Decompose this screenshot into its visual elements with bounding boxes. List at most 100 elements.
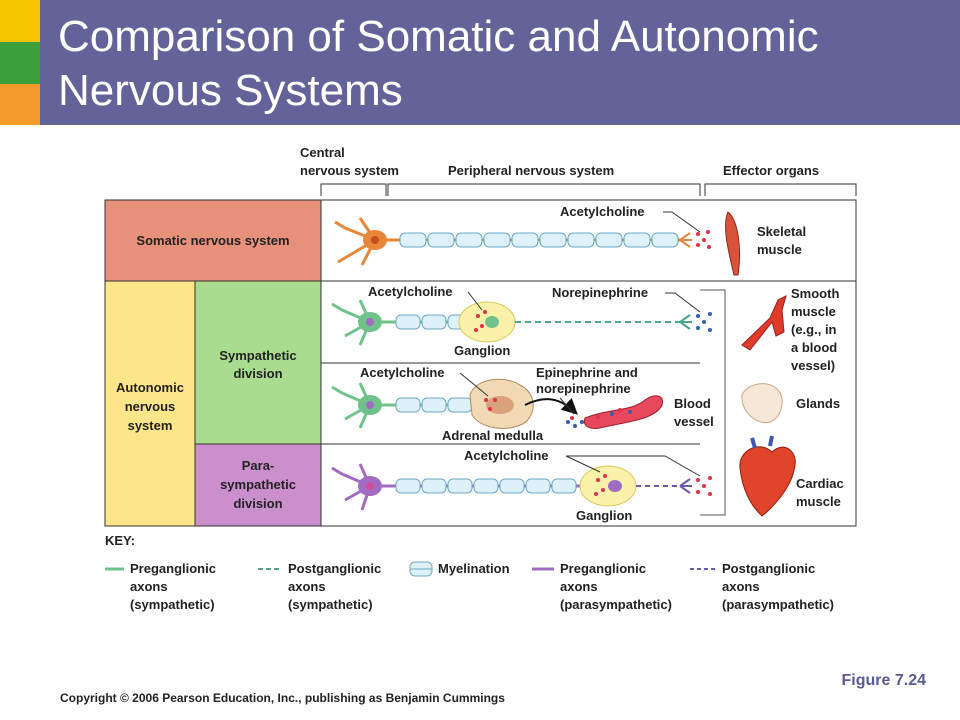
effector-glands: Glands [796,396,840,411]
label-acetylcholine-adrenal: Acetylcholine [360,365,445,380]
heart-vessels-icon [750,435,774,449]
label-epinephrine-line-2: norepinephrine [536,381,631,396]
key-item-2-line-3: (sympathetic) [288,597,373,612]
autonomic-label-line-2: nervous [125,399,176,414]
copyright-notice: Copyright © 2006 Pearson Education, Inc.… [60,691,505,705]
effector-cardiac-line-2: muscle [796,494,841,509]
label-acetylcholine-somatic: Acetylcholine [560,204,645,219]
cardiac-muscle-heart-icon [739,446,796,517]
leader-acetylcholine-symp [467,291,483,311]
glands-icon [741,383,783,424]
symp-terminal [679,314,692,330]
leader-acetylcholine-adrenal [459,372,489,397]
para-nucleus [366,482,374,490]
header-cns-line-1: Central [300,145,345,160]
key-item-1-line-3: (sympathetic) [130,597,215,612]
label-epinephrine-line-1: Epinephrine and [536,365,638,380]
leader-acetylcholine-somatic [663,211,701,233]
somatic-terminal [679,232,692,248]
effector-smooth-line-3: (e.g., in [791,322,837,337]
leader-norepinephrine [665,292,701,313]
slide-title-line-2: Nervous Systems [58,66,403,115]
accent-stripe-yellow [0,0,40,42]
effector-skeletal-line-1: Skeletal [757,224,806,239]
epinephrine-dots-blue [566,410,632,428]
autonomic-box [104,280,196,527]
sympathetic-label-line-2: division [233,366,282,381]
label-acetylcholine-para: Acetylcholine [464,448,549,463]
epinephrine-dots-red [570,408,622,420]
slide-title-line-1: Comparison of Somatic and Autonomic [58,12,819,61]
key-item-5-line-2: axons [722,579,760,594]
key-item-4-line-2: axons [560,579,598,594]
label-ganglion-symp: Ganglion [454,343,510,358]
key-item-3-line-1: Myelination [438,561,510,576]
autonomic-label-line-1: Autonomic [116,380,184,395]
para-label-line-2: sympathetic [220,477,296,492]
sympathetic-box [194,280,322,445]
skeletal-muscle-icon [725,211,741,276]
key-item-4-line-3: (parasympathetic) [560,597,672,612]
accent-stripe-green [0,42,40,84]
label-blood-vessel-line-1: Blood [674,396,711,411]
sympathetic-ganglion-pathway: Acetylcholine Norepinephrine Ganglion [331,284,712,358]
para-label-line-3: division [233,496,282,511]
adrenal-medulla-core [486,396,514,414]
para-ganglion-ach-dots [594,474,607,496]
effector-smooth-line-1: Smooth [791,286,839,301]
effector-smooth-line-5: vessel) [791,358,835,373]
label-acetylcholine-symp: Acetylcholine [368,284,453,299]
sympathetic-label-line-1: Sympathetic [219,348,296,363]
para-label-line-1: Para- [242,458,275,473]
key-item-1-line-1: Preganglionic [130,561,216,576]
header-pns: Peripheral nervous system [448,163,614,178]
effector-skeletal-line-2: muscle [757,242,802,257]
somatic-box [104,199,322,282]
key-item-4-line-1: Preganglionic [560,561,646,576]
label-norepinephrine: Norepinephrine [552,285,648,300]
para-ach-dots [696,476,712,496]
symp-ganglion-ach-dots [474,310,487,332]
leader-epinephrine [559,397,575,415]
symp-nucleus [366,318,374,326]
leader-acetylcholine-para [566,455,701,477]
autonomic-label-line-3: system [128,418,173,433]
hormone-arrow [524,397,578,415]
label-adrenal-medulla: Adrenal medulla [442,428,544,443]
somatic-label: Somatic nervous system [136,233,289,248]
key-item-5-line-3: (parasympathetic) [722,597,834,612]
label-blood-vessel-line-2: vessel [674,414,714,429]
para-neuron-dendrites [331,463,372,511]
parasympathetic-pathway: Acetylcholine Ganglion [331,448,712,523]
somatic-pathway: Acetylcholine Skeletal muscle [334,204,806,276]
effector-smooth-line-4: a blood [791,340,837,355]
slide-title: Comparison of Somatic and Autonomic Nerv… [58,10,948,118]
parasympathetic-box [194,443,322,527]
bracket-effector [704,183,857,196]
ganglion-symp-neuron [485,316,499,328]
effector-smooth-line-2: muscle [791,304,836,319]
adrenal-ach-dots [484,398,497,411]
key-item-2-line-1: Postganglionic [288,561,381,576]
autonomic-effector-bracket [700,289,726,516]
key-item-5-line-1: Postganglionic [722,561,815,576]
symp-neuron-dendrites [331,299,372,346]
label-ganglion-para: Ganglion [576,508,632,523]
header-cns-line-2: nervous system [300,163,399,178]
effector-cardiac-line-1: Cardiac [796,476,844,491]
bracket-pns [387,183,701,196]
leader-acetylcholine-para-ganglion [565,455,601,473]
adrenal-nucleus [366,401,374,409]
accent-stripe-orange [0,84,40,125]
sympathetic-adrenal-pathway: Acetylcholine Epinephrine and norepineph… [331,365,714,443]
key-item-1-line-2: axons [130,579,168,594]
para-terminal [679,478,692,494]
bracket-cns [320,183,387,196]
figure-label: Figure 7.24 [841,672,926,689]
title-bar [40,0,960,125]
somatic-acetylcholine-dots [696,230,711,249]
ganglion-para-neuron [608,480,622,492]
somatic-neuron-body [334,217,377,266]
header-effector: Effector organs [723,163,819,178]
